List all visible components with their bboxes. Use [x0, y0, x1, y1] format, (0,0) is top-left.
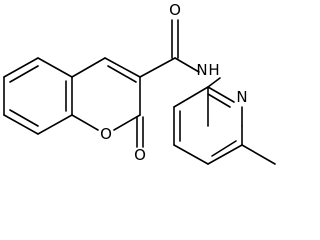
double-bond-inner — [9, 65, 39, 83]
atom-labels: O N H O O N — [100, 1, 248, 164]
double-bond-inner — [9, 109, 39, 127]
double-bond-inner — [107, 65, 137, 83]
bond — [207, 77, 221, 88]
bond — [207, 86, 235, 103]
amide-hydrogen-label: H — [208, 61, 219, 79]
bond — [37, 57, 73, 78]
methyl-bond — [241, 144, 276, 165]
lactone-carbonyl — [136, 116, 144, 148]
lactone-oxygen-label: O — [134, 146, 146, 164]
bond — [173, 144, 209, 165]
bond — [173, 86, 209, 108]
carbonyl-oxygen-label: O — [169, 1, 181, 19]
double-bond-inner — [207, 93, 231, 108]
double-bond-inner — [211, 140, 237, 157]
pyridine-ring — [173, 86, 243, 165]
pyridine-nitrogen-label: N — [236, 88, 247, 106]
bond — [104, 57, 141, 78]
bond — [139, 57, 176, 78]
amide-group — [139, 19, 221, 88]
bond — [113, 114, 141, 131]
benzene-ring — [3, 57, 73, 135]
bond — [71, 114, 99, 131]
bond — [3, 57, 39, 78]
bond — [71, 57, 106, 78]
pyranone-ring — [71, 57, 141, 131]
amide-nitrogen-label: N — [196, 61, 207, 79]
bond — [37, 114, 73, 135]
bond — [3, 114, 39, 135]
ring-oxygen-label: O — [100, 125, 112, 143]
molecule-structure: O N H O O N — [3, 1, 276, 165]
bond — [174, 57, 200, 73]
bond — [207, 144, 243, 165]
